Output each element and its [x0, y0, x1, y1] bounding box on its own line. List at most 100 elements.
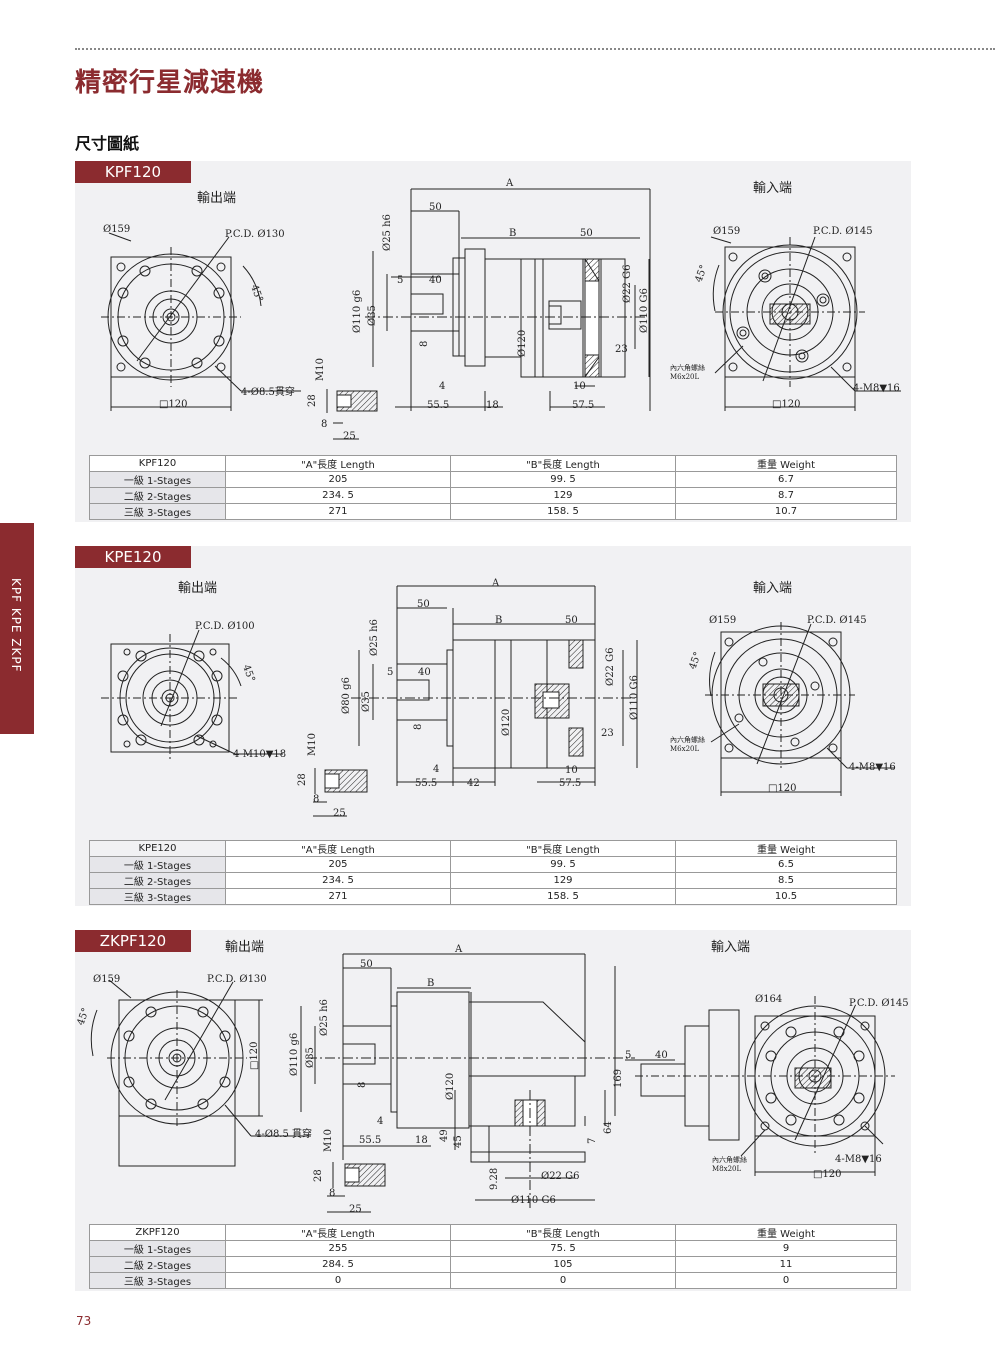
dim-40: 40	[429, 275, 442, 286]
table-cell: 0	[225, 1272, 451, 1289]
dim-m8: 4-M8▼16	[835, 1154, 882, 1165]
output-end-label: 輸出端	[197, 191, 237, 206]
table-cell: 99. 5	[450, 856, 676, 873]
table-cell: 三級 3-Stages	[89, 1272, 226, 1289]
dim-555: 55.5	[415, 778, 437, 789]
dim-in120: □120	[772, 399, 801, 410]
dim-5: 5	[397, 275, 403, 286]
table-cell: 8.7	[675, 487, 897, 504]
kpe120-drawing: P.C.D. Ø100 45° 4-M10▼18 A 50 B 50 5 40 …	[101, 578, 896, 819]
dotted-rule	[75, 48, 995, 50]
dim-50a: 50	[417, 599, 430, 610]
dim-28: 28	[313, 1169, 324, 1182]
table-cell: 0	[450, 1272, 676, 1289]
dim-5: 5	[625, 1050, 631, 1061]
table-cell: 三級 3-Stages	[89, 503, 226, 520]
table-header-row: KPE120 "A"長度 Length "B"長度 Length 重量 Weig…	[89, 840, 897, 857]
dim-d110: Ø110 g6	[352, 290, 363, 333]
table-cell: 9	[675, 1240, 897, 1257]
screw-spec: M6x20L	[670, 373, 699, 381]
table-cell: 99. 5	[450, 471, 676, 488]
table-header: "B"長度 Length	[450, 455, 676, 472]
table-cell: 75. 5	[450, 1240, 676, 1257]
dim-5: 5	[387, 667, 393, 678]
dim-d22: Ø22 G6	[605, 648, 616, 686]
screw-label: 內六角螺絲	[712, 1155, 747, 1164]
table-cell: 284. 5	[225, 1256, 451, 1273]
table-cell: 二級 2-Stages	[89, 487, 226, 504]
dim-45deg: 45°	[248, 283, 264, 303]
dim-A: A	[454, 944, 463, 955]
table-header: ZKPF120	[89, 1224, 226, 1241]
dim-d25: Ø25 h6	[382, 214, 393, 251]
kpf120-drawing: Ø159 P.C.D. Ø130 45° 4-Ø8.5貫穿 □120 A 50 …	[101, 178, 901, 442]
table-cell: 8.5	[675, 872, 897, 889]
dim-d120: Ø120	[517, 330, 528, 357]
table-cell: 271	[225, 503, 451, 520]
dim-18: 18	[415, 1135, 428, 1146]
dim-50b: 50	[565, 615, 578, 626]
dim-8: 8	[413, 724, 424, 730]
dim-key25: 25	[333, 808, 346, 819]
table-header: "A"長度 Length	[225, 455, 451, 472]
dim-in159: Ø159	[713, 226, 740, 237]
section-kpf120: KPF120 輸出端 輸入端	[75, 161, 911, 522]
dim-pcd: P.C.D. Ø130	[225, 229, 285, 240]
dim-23: 23	[601, 728, 614, 739]
table-cell: 129	[450, 872, 676, 889]
dim-d110g: Ø110 G6	[629, 675, 640, 720]
dim-28: 28	[297, 773, 308, 786]
dim-555: 55.5	[427, 400, 449, 411]
table-row: 一級 1-Stages 205 99. 5 6.5	[89, 856, 897, 873]
dim-m10: M10	[315, 358, 326, 381]
table-cell: 205	[225, 471, 451, 488]
table-cell: 一級 1-Stages	[89, 471, 226, 488]
table-row: 二級 2-Stages 284. 5 105 11	[89, 1256, 897, 1273]
dim-18: 18	[486, 400, 499, 411]
dim-A: A	[505, 178, 514, 189]
section-kpe120: KPE120 輸出端 輸入端	[75, 546, 911, 906]
page-title: 精密行星減速機	[75, 68, 265, 98]
zkpf120-drawing: Ø159 P.C.D. Ø130 45° 4-Ø8.5 貫穿 □120 A 50…	[75, 944, 909, 1215]
dim-575: 57.5	[559, 778, 581, 789]
dim-sq120: □120	[159, 399, 188, 410]
section-subtitle: 尺寸圖紙	[75, 134, 140, 153]
table-cell: 11	[675, 1256, 897, 1273]
dim-m10: M10	[323, 1129, 334, 1152]
side-tab-label: KPF KPE ZKPF	[9, 578, 23, 673]
dim-d22: Ø22 G6	[541, 1171, 579, 1182]
table-cell: 158. 5	[450, 503, 676, 520]
dim-key8: 8	[321, 419, 327, 430]
dim-m8: 4-M8▼16	[849, 762, 896, 773]
table-cell: 158. 5	[450, 888, 676, 905]
dim-45: 45	[453, 1135, 464, 1148]
dim-B: B	[509, 228, 516, 239]
screw-spec: M6x20L	[670, 745, 699, 753]
input-end-label: 輸入端	[753, 581, 793, 596]
table-header: "B"長度 Length	[450, 1224, 676, 1241]
dim-40: 40	[655, 1050, 668, 1061]
dim-pcd145: P.C.D. Ø145	[849, 998, 909, 1009]
dim-d110g: Ø110 G6	[639, 288, 650, 333]
table-header: "B"長度 Length	[450, 840, 676, 857]
dim-m8: 4-M8▼16	[853, 383, 900, 394]
model-label: KPE120	[75, 546, 191, 568]
dim-64: 64	[603, 1121, 614, 1134]
dim-575: 57.5	[572, 400, 594, 411]
dim-555: 55.5	[359, 1135, 381, 1146]
side-tab: KPF KPE ZKPF	[0, 523, 34, 734]
dim-in120: □120	[813, 1169, 842, 1180]
output-end-label: 輸出端	[225, 940, 265, 955]
table-cell: 234. 5	[225, 872, 451, 889]
model-label: ZKPF120	[75, 930, 191, 952]
dim-169: 169	[613, 1069, 624, 1088]
dim-in164: Ø164	[755, 994, 782, 1005]
dim-7: 7	[587, 1138, 598, 1144]
dim-49: 49	[439, 1129, 450, 1142]
dim-key25: 25	[349, 1204, 362, 1215]
spec-table-zkpf120: ZKPF120 "A"長度 Length "B"長度 Length 重量 Wei…	[89, 1224, 897, 1289]
dim-d25: Ø25 h6	[319, 999, 330, 1036]
dim-pcd145: P.C.D. Ø145	[813, 226, 873, 237]
dim-d35: Ø35	[367, 305, 378, 326]
dim-d159: Ø159	[93, 974, 120, 985]
